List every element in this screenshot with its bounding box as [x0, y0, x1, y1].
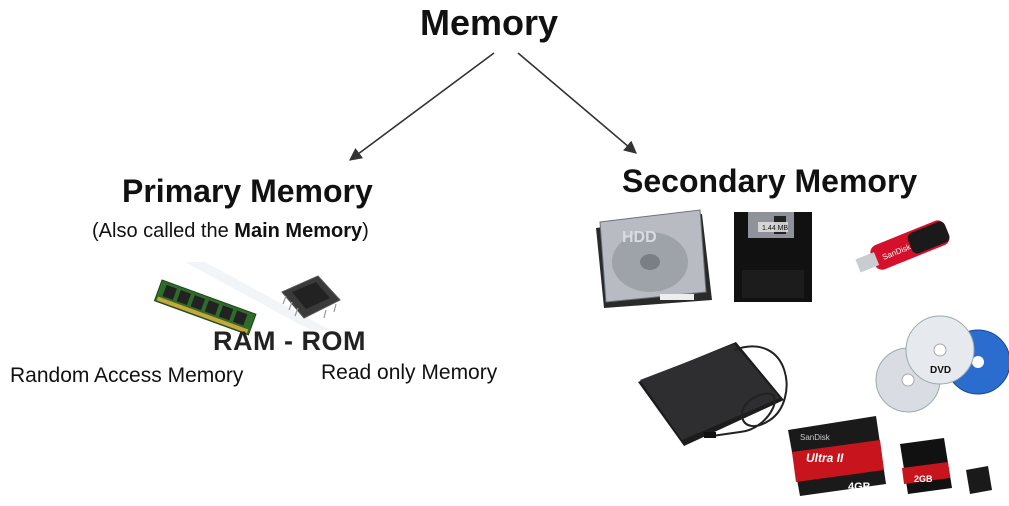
primary-memory-title: Primary Memory — [122, 173, 373, 209]
cf-brand: SanDisk — [800, 433, 831, 442]
rom-full-name: Read only Memory — [321, 361, 498, 384]
hdd-image: HDD — [596, 209, 712, 308]
external-hdd-image — [638, 342, 788, 446]
optical-discs-image: DVD — [875, 315, 1009, 413]
cf-capacity: 4GB — [848, 481, 871, 493]
microsd-card-image — [966, 466, 992, 494]
sd-capacity: 2GB — [914, 474, 933, 484]
sd-card-image: 2GB — [900, 438, 952, 494]
subtitle-bold: Main Memory — [234, 220, 363, 242]
arrow-to-secondary — [517, 52, 637, 154]
primary-memory-subtitle: (Also called the Main Memory) — [92, 220, 369, 243]
ram-full-name: Random Access Memory — [10, 364, 244, 387]
rom-chip-image — [281, 275, 341, 319]
subtitle-prefix: (Also called the — [92, 220, 235, 242]
dvd-label: DVD — [930, 365, 951, 376]
compactflash-card-image: SanDisk Ultra II 4GB — [788, 416, 886, 496]
usb-drive-image: SanDisk — [855, 220, 950, 273]
arrow-to-primary — [348, 52, 495, 161]
floppy-label: 1.44 MB — [762, 225, 788, 232]
ram-stick-image — [153, 279, 257, 336]
hdd-label: HDD — [622, 229, 657, 246]
floppy-disk-image: 1.44 MB — [734, 212, 812, 302]
ram-rom-label: RAM - ROM — [213, 326, 366, 356]
cf-line: Ultra II — [806, 451, 844, 465]
secondary-memory-title: Secondary Memory — [622, 163, 918, 199]
diagram-title: Memory — [420, 2, 559, 43]
subtitle-suffix: ) — [362, 220, 369, 242]
